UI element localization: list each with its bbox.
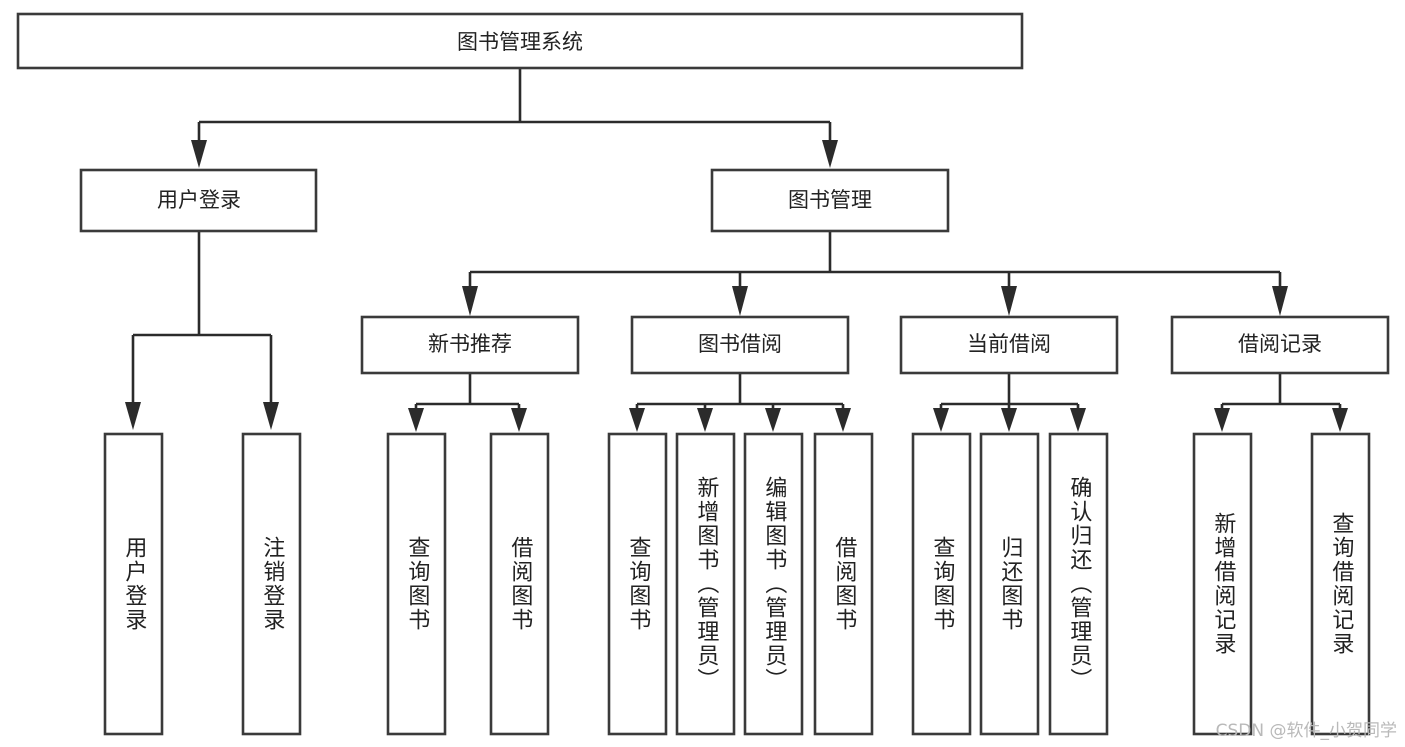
arrow-head-leaf-borrow-book-2 xyxy=(835,408,851,432)
leaf-logout-box[interactable] xyxy=(241,432,302,736)
arrow-head-leaf-borrow-book-1 xyxy=(511,408,527,432)
arrow-head-borrow-record xyxy=(1272,286,1288,316)
node-root[interactable]: 图书管理系统 xyxy=(16,12,1024,70)
node-root-box[interactable] xyxy=(16,12,1024,70)
connector-group xyxy=(125,68,1348,432)
arrow-head-leaf-user-login xyxy=(125,402,141,430)
leaf-return-book-box[interactable] xyxy=(979,432,1040,736)
leaf-query-record-box[interactable] xyxy=(1310,432,1371,736)
node-user-login-box[interactable] xyxy=(79,168,318,233)
leaf-query-book-3-box[interactable] xyxy=(911,432,972,736)
arrow-head-leaf-confirm-return xyxy=(1070,408,1086,432)
arrow-head-user-login xyxy=(191,140,207,168)
node-book-borrow-box[interactable] xyxy=(630,315,850,375)
node-book-manage-box[interactable] xyxy=(710,168,950,233)
node-book-borrow[interactable]: 图书借阅 xyxy=(630,315,850,375)
node-borrow-record-box[interactable] xyxy=(1170,315,1390,375)
node-new-book-recommend[interactable]: 新书推荐 xyxy=(360,315,580,375)
arrow-head-leaf-edit-book xyxy=(765,408,781,432)
leaf-query-book-2-box[interactable] xyxy=(607,432,668,736)
arrow-head-leaf-add-book xyxy=(697,408,713,432)
leaf-confirm-return-box[interactable] xyxy=(1048,432,1109,736)
arrow-head-current-borrow xyxy=(1001,286,1017,316)
leaf-node-group xyxy=(103,432,1371,736)
arrow-head-new-book-recommend xyxy=(462,286,478,316)
node-current-borrow-label: 当前借阅 xyxy=(967,332,1051,356)
node-book-manage-label: 图书管理 xyxy=(788,188,872,212)
leaf-query-book-1-box[interactable] xyxy=(386,432,447,736)
arrow-head-leaf-return-book xyxy=(1001,408,1017,432)
arrow-head-leaf-query-book-3 xyxy=(933,408,949,432)
arrow-head-leaf-logout xyxy=(263,402,279,430)
arrow-head-book-borrow xyxy=(732,286,748,316)
arrow-head-leaf-query-book-1 xyxy=(408,408,424,432)
node-borrow-record[interactable]: 借阅记录 xyxy=(1170,315,1390,375)
node-user-login[interactable]: 用户登录 xyxy=(79,168,318,233)
node-new-book-recommend-box[interactable] xyxy=(360,315,580,375)
leaf-add-book-box[interactable] xyxy=(675,432,736,736)
node-user-login-label: 用户登录 xyxy=(157,188,241,212)
node-current-borrow[interactable]: 当前借阅 xyxy=(899,315,1119,375)
node-new-book-recommend-label: 新书推荐 xyxy=(428,332,512,356)
arrow-head-book-manage xyxy=(822,140,838,168)
node-root-label: 图书管理系统 xyxy=(457,30,583,54)
watermark-text: CSDN @软件_小贺同学 xyxy=(1215,721,1397,741)
node-book-manage[interactable]: 图书管理 xyxy=(710,168,950,233)
leaf-borrow-book-1-box[interactable] xyxy=(489,432,550,736)
node-borrow-record-label: 借阅记录 xyxy=(1238,332,1322,356)
node-current-borrow-box[interactable] xyxy=(899,315,1119,375)
arrow-head-leaf-query-book-2 xyxy=(629,408,645,432)
leaf-user-login-box[interactable] xyxy=(103,432,164,736)
leaf-borrow-book-2-box[interactable] xyxy=(813,432,874,736)
arrow-head-leaf-add-record xyxy=(1214,408,1230,432)
arrow-head-leaf-query-record xyxy=(1332,408,1348,432)
leaf-edit-book-box[interactable] xyxy=(743,432,804,736)
node-book-borrow-label: 图书借阅 xyxy=(698,332,782,356)
leaf-add-record-box[interactable] xyxy=(1192,432,1253,736)
